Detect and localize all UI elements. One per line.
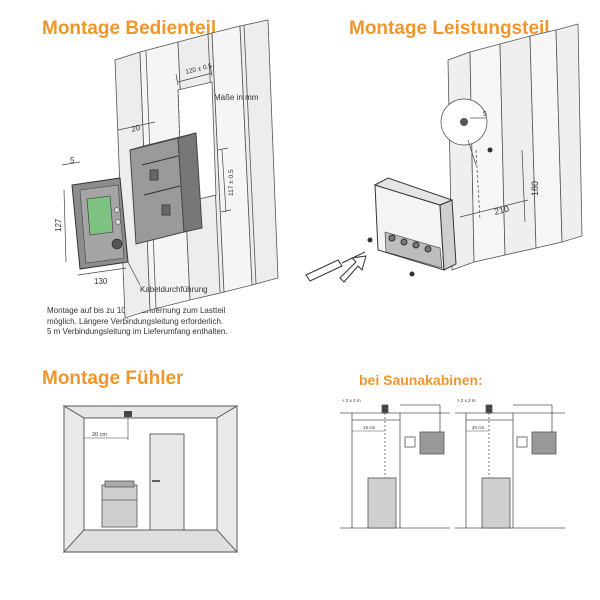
panel-knob-icon (111, 238, 123, 250)
heading-montage-leistungsteil: Montage Leistungsteil (349, 18, 550, 39)
screw-icon (460, 117, 486, 126)
dim-top-right: > 2 x 2 m (457, 398, 476, 403)
control-panel (71, 177, 129, 270)
mount-screws (367, 147, 493, 277)
panel-display (86, 195, 114, 236)
sauna-cabin-small (340, 404, 450, 529)
dim-panel-width: 130 (94, 277, 108, 286)
sensor-icon (124, 411, 132, 440)
heading-montage-bedienteil: Montage Bedienteil (42, 18, 217, 39)
units-note: Maße in mm (214, 93, 259, 102)
note-line-3: 5 m Verbindungsleitung im Lieferumfang e… (47, 327, 228, 336)
dim-fuehler-distance: 20 cm (92, 432, 107, 438)
dim-side-left: 15 cm (363, 425, 376, 430)
dim-top-left: < 2 x 2 m (342, 398, 361, 403)
sauna-cabin-large (455, 404, 565, 529)
mounting-box (129, 132, 203, 245)
heading-montage-fuehler: Montage Fühler (42, 368, 184, 389)
leistungsteil-wall (447, 23, 583, 271)
door-icon (149, 433, 185, 531)
heater-icon (101, 480, 138, 528)
dim-width-leistungsteil: 210 (493, 204, 510, 217)
dim-screw: 5 (483, 111, 487, 118)
dim-side-right: 20 cm (472, 425, 485, 430)
screwdriver-icon (305, 251, 367, 283)
heading-saunakabinen: bei Saunakabinen: (359, 372, 483, 388)
dim-height-leistungsteil: 180 (530, 181, 540, 196)
power-unit (373, 177, 457, 271)
bedienteil-dimensions (61, 64, 232, 286)
dim-panel-height: 127 (54, 218, 63, 232)
panel-button-icon (114, 207, 120, 213)
dim-height-right: 117 ± 0.5 (228, 169, 235, 196)
arrow-icon (339, 255, 367, 283)
dim-depth: 20 (130, 123, 141, 134)
dim-panel-depth: 5 (70, 156, 75, 165)
note-line-2: möglich. Längere Verbindungsleitung erfo… (47, 316, 224, 326)
cable-label: Kabeldurchführung (140, 285, 208, 294)
panel-button-icon (115, 219, 121, 225)
